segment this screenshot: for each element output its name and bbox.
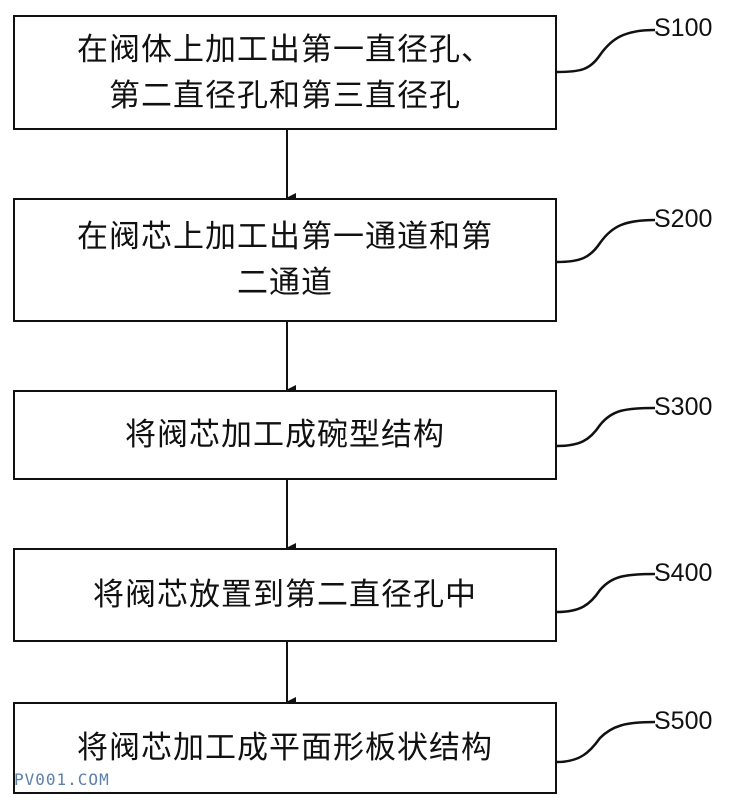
step-box-s300: 将阀芯加工成碗型结构 xyxy=(13,390,557,480)
step-id-s500: S500 xyxy=(654,707,713,735)
leader-s100 xyxy=(556,28,656,74)
step-box-s200: 在阀芯上加工出第一通道和第 二通道 xyxy=(13,198,557,322)
step-text-line: 二通道 xyxy=(237,265,333,301)
watermark: PV001.COM xyxy=(14,770,110,789)
leader-s400 xyxy=(556,572,656,614)
step-box-s100: 在阀体上加工出第一直径孔、 第二直径孔和第三直径孔 xyxy=(13,15,557,130)
step-box-s400: 将阀芯放置到第二直径孔中 xyxy=(13,548,557,642)
step-box-s500: 将阀芯加工成平面形板状结构 xyxy=(13,702,557,794)
step-text-line: 在阀芯上加工出第一通道和第 xyxy=(77,219,493,255)
step-text-line: 将阀芯放置到第二直径孔中 xyxy=(93,577,477,613)
step-text-line: 第二直径孔和第三直径孔 xyxy=(109,77,461,114)
leader-s200 xyxy=(556,218,656,264)
step-id-s400: S400 xyxy=(654,559,713,587)
step-text-line: 将阀芯加工成平面形板状结构 xyxy=(77,730,493,766)
step-text-line: 在阀体上加工出第一直径孔、 xyxy=(77,31,493,68)
step-text-line: 将阀芯加工成碗型结构 xyxy=(125,417,445,453)
leader-s300 xyxy=(556,406,656,448)
step-id-s100: S100 xyxy=(654,14,713,42)
step-id-s300: S300 xyxy=(654,393,713,421)
step-id-s200: S200 xyxy=(654,205,713,233)
leader-s500 xyxy=(556,720,656,764)
